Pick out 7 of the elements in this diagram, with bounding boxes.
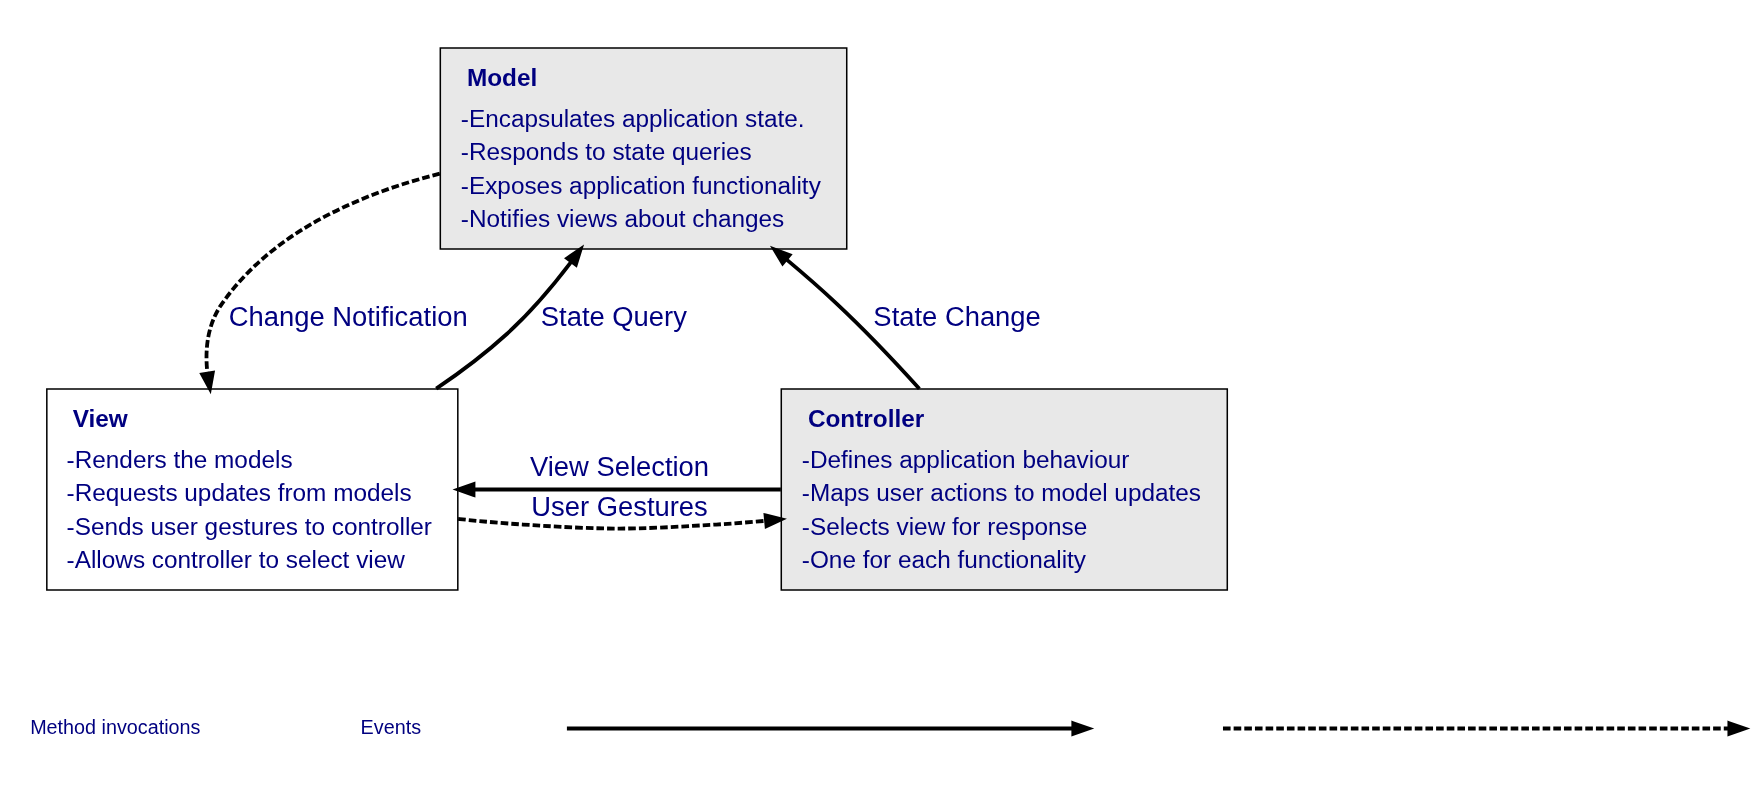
edge-label: State Query bbox=[540, 300, 687, 332]
edge-label: Change Notification bbox=[228, 300, 468, 332]
edge-label: User Gestures bbox=[531, 490, 708, 522]
legend-label: Method invocations bbox=[30, 715, 201, 738]
edge-label: View Selection bbox=[530, 450, 710, 482]
edge-label: State Change bbox=[873, 300, 1041, 332]
legend-label: Events bbox=[360, 715, 422, 738]
